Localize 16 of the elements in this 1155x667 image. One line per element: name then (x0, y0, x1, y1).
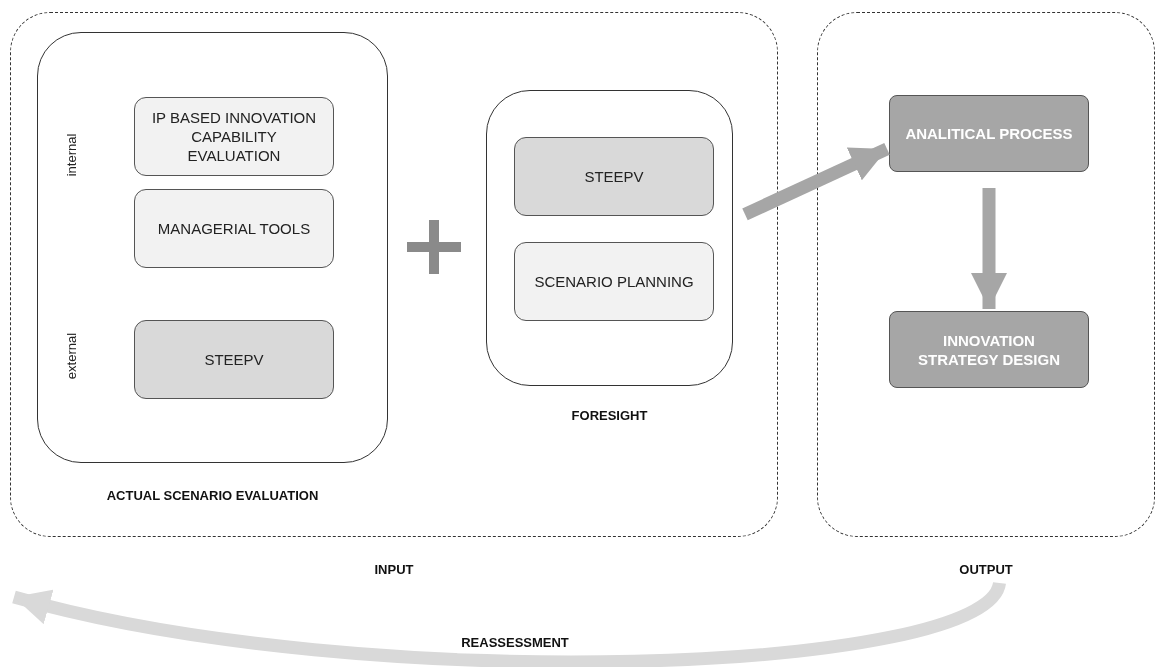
group-heading: FORESIGHT (571, 407, 648, 425)
arrow (971, 188, 1007, 309)
group-heading: ACTUAL SCENARIO EVALUATION (106, 487, 319, 505)
process-box: STEEPV (134, 320, 334, 399)
arrow (742, 143, 890, 221)
group-heading: OUTPUT (959, 561, 1013, 579)
process-box: SCENARIO PLANNING (514, 242, 714, 321)
process-box: MANAGERIAL TOOLS (134, 189, 334, 268)
process-box: INNOVATION STRATEGY DESIGN (889, 311, 1089, 388)
arrow (12, 579, 1005, 667)
side-label: external (63, 332, 81, 380)
process-box: IP BASED INNOVATION CAPABILITY EVALUATION (134, 97, 334, 176)
side-label: internal (63, 133, 81, 177)
group-heading: INPUT (374, 561, 414, 579)
process-box: STEEPV (514, 137, 714, 216)
process-box: ANALITICAL PROCESS (889, 95, 1089, 172)
